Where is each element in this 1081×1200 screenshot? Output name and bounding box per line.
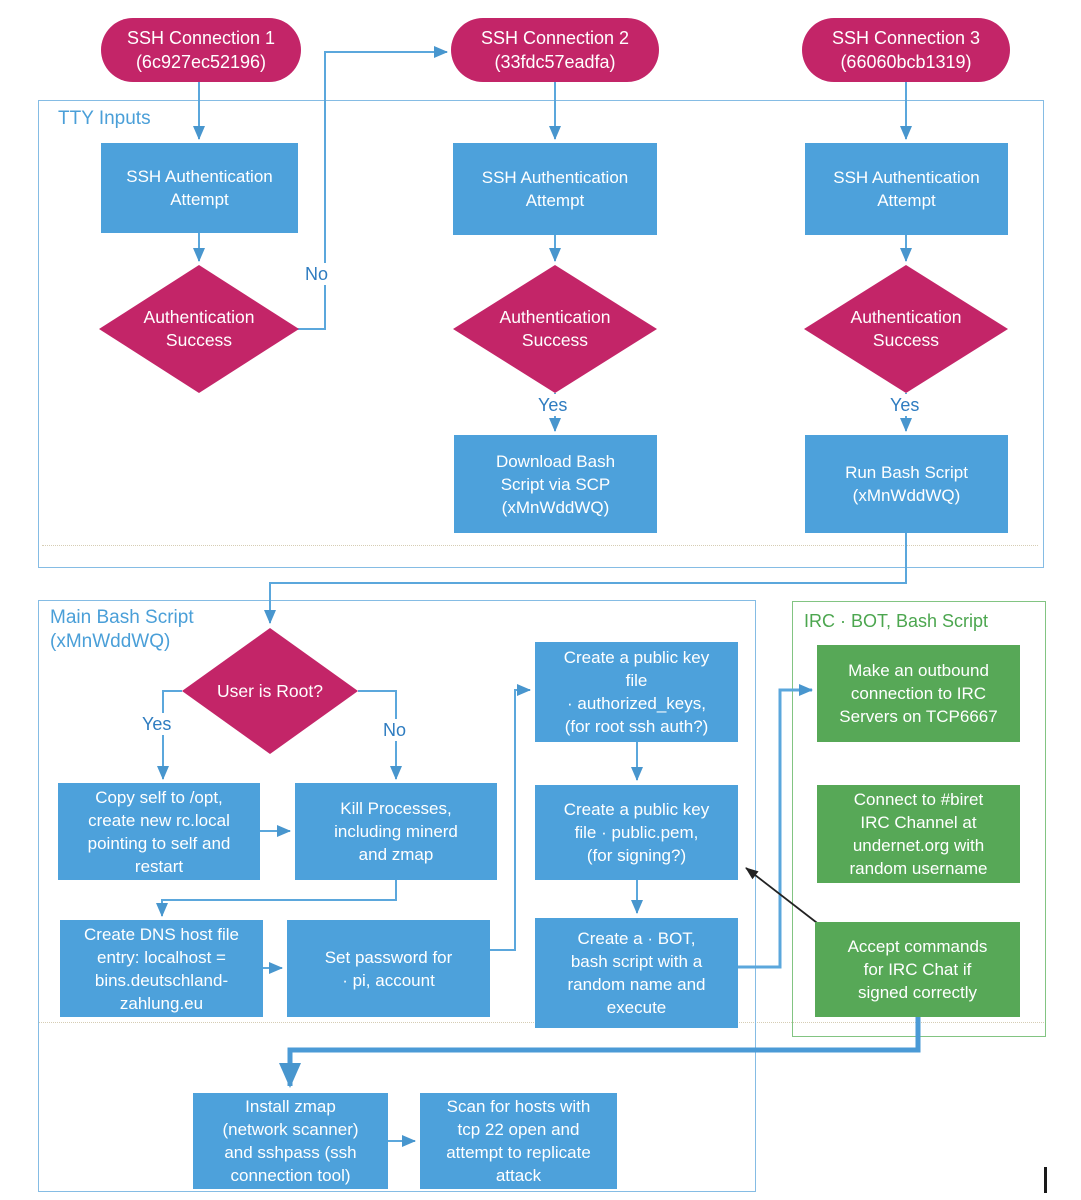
main-bash-script-group bbox=[38, 600, 756, 1192]
node-auth-attempt-1: SSH Authentication Attempt bbox=[101, 143, 298, 233]
node-ssh-connection-3: SSH Connection 3 (66060bcb1319) bbox=[802, 18, 1010, 82]
cursor-tick bbox=[1044, 1167, 1047, 1193]
edge-userroot-yes-to-copy bbox=[157, 690, 182, 780]
node-irc-connect: Connect to #biret IRC Channel at underne… bbox=[817, 785, 1020, 883]
edge-label-yes-3: Yes bbox=[888, 394, 922, 416]
edge-userroot-no-to-kill bbox=[358, 690, 402, 780]
edge-label-yes-2: Yes bbox=[536, 394, 570, 416]
edge-label-root-no: No bbox=[381, 719, 409, 741]
node-pubkey-public-pem: Create a public key file · public.pem, (… bbox=[535, 785, 738, 880]
tty-inputs-group bbox=[38, 100, 1044, 568]
node-copy-self: Copy self to /opt, create new rc.local p… bbox=[58, 783, 260, 880]
node-download-bash: Download Bash Script via SCP (xMnWddWQ) bbox=[454, 435, 657, 533]
irc-bot-label: IRC · BOT, Bash Script bbox=[804, 611, 989, 631]
node-irc-outbound: Make an outbound connection to IRC Serve… bbox=[817, 645, 1020, 742]
node-dns-host-file: Create DNS host file entry: localhost = … bbox=[60, 920, 263, 1017]
edge-label-root-yes: Yes bbox=[140, 713, 174, 735]
node-pubkey-authorized-keys: Create a public key file · authorized_ke… bbox=[535, 642, 738, 742]
edge-bot-to-irc-outbound bbox=[738, 684, 813, 969]
node-set-password: Set password for · pi, account bbox=[287, 920, 490, 1017]
dotted-rule-top bbox=[42, 545, 1038, 546]
edge-setpw-to-authkeys bbox=[490, 684, 531, 951]
edge-run-to-userroot bbox=[264, 533, 907, 624]
edge-success1-no-to-conn2 bbox=[296, 46, 448, 330]
edge-kill-to-dns bbox=[156, 880, 397, 917]
node-irc-accept: Accept commands for IRC Chat if signed c… bbox=[815, 922, 1020, 1017]
edge-label-no-1: No bbox=[303, 263, 331, 285]
edge-accept-to-install bbox=[279, 1017, 921, 1088]
node-run-bash: Run Bash Script (xMnWddWQ) bbox=[805, 435, 1008, 533]
node-create-bot: Create a · BOT, bash script with a rando… bbox=[535, 918, 738, 1028]
node-auth-attempt-2: SSH Authentication Attempt bbox=[453, 143, 657, 235]
node-install-zmap: Install zmap (network scanner) and sshpa… bbox=[193, 1093, 388, 1189]
main-bash-script-label: Main Bash Script (xMnWddWQ) bbox=[50, 607, 194, 652]
tty-inputs-label: TTY Inputs bbox=[58, 108, 151, 129]
node-scan-hosts: Scan for hosts with tcp 22 open and atte… bbox=[420, 1093, 617, 1189]
node-auth-attempt-3: SSH Authentication Attempt bbox=[805, 143, 1008, 235]
node-kill-processes: Kill Processes, including minerd and zma… bbox=[295, 783, 497, 880]
node-ssh-connection-2: SSH Connection 2 (33fdc57eadfa) bbox=[451, 18, 659, 82]
node-ssh-connection-1: SSH Connection 1 (6c927ec52196) bbox=[101, 18, 301, 82]
